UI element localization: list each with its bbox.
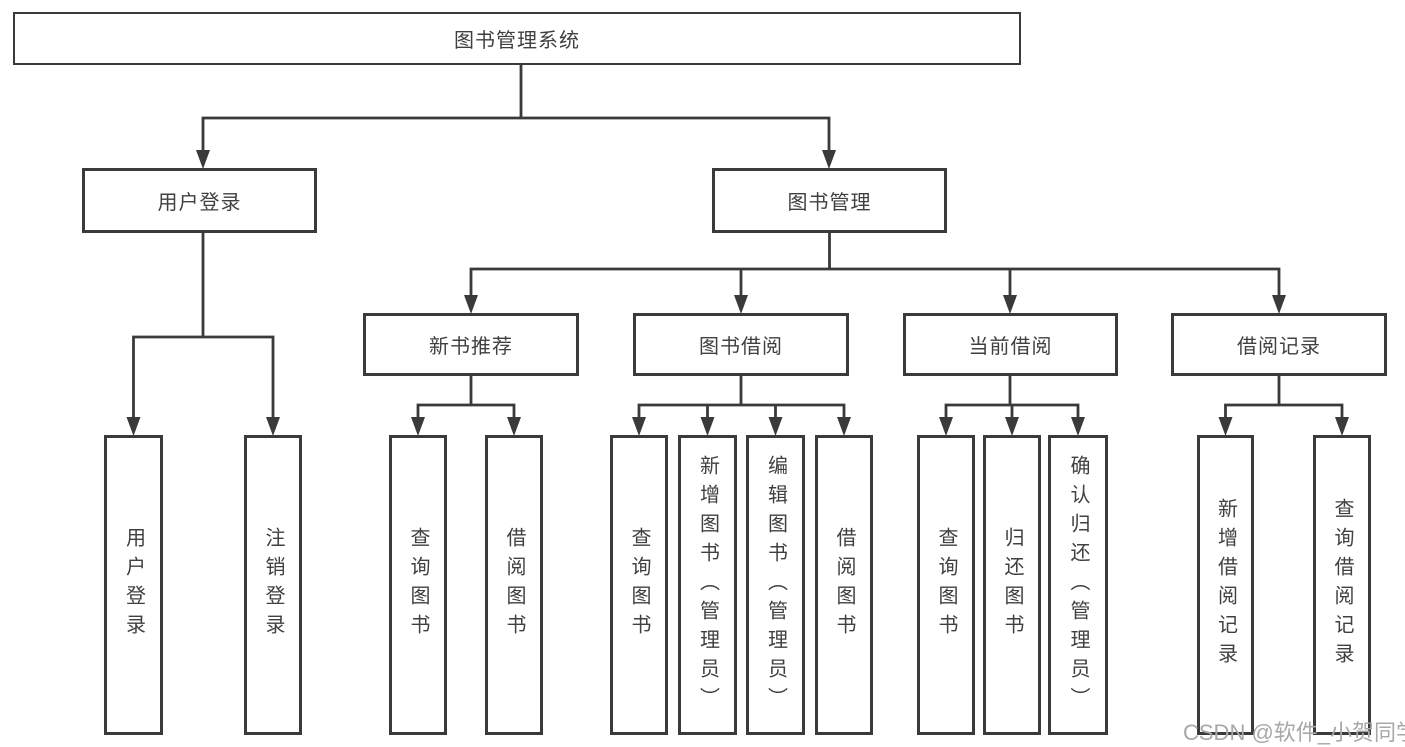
node-label: 用户登录 (157, 192, 242, 214)
arrow-down-icon (411, 417, 425, 436)
node-borrow-records: 借阅记录 (1171, 313, 1387, 376)
leaf-label: 查询借阅记录 (1331, 498, 1353, 672)
node-current-borrowing: 当前借阅 (903, 313, 1118, 376)
node-label: 借阅记录 (1237, 336, 1321, 358)
arrow-down-icon (1071, 417, 1085, 436)
arrow-down-icon (632, 417, 646, 436)
node-label: 图书管理 (787, 192, 872, 214)
leaf-newbooks-borrow-books: 借阅图书 (485, 435, 543, 735)
node-book-management: 图书管理 (712, 168, 947, 233)
leaf-label: 新增图书（管理员） (696, 454, 719, 716)
leaf-label: 归还图书 (1001, 527, 1023, 643)
leaf-label: 借阅图书 (503, 527, 525, 643)
node-label: 新书推荐 (429, 336, 513, 358)
leaf-current-confirm-return-admin: 确认归还（管理员） (1048, 435, 1108, 735)
connector-current-to-leaves (944, 375, 1080, 419)
node-label: 图书借阅 (699, 336, 783, 358)
leaf-user-login: 用户登录 (104, 435, 163, 735)
leaf-label: 新增借阅记录 (1214, 498, 1237, 672)
connector-root-to-level2 (201, 64, 831, 151)
arrow-down-icon (266, 417, 280, 436)
node-library-system: 图书管理系统 (13, 12, 1021, 65)
node-new-book-recommend: 新书推荐 (363, 313, 579, 376)
watermark: CSDN @软件_小贺同学 (1183, 720, 1405, 745)
node-label: 图书管理系统 (454, 30, 580, 52)
leaf-borrowing-add-books-admin: 新增图书（管理员） (678, 435, 737, 735)
arrow-down-icon (1003, 295, 1017, 314)
arrow-down-icon (126, 417, 141, 436)
arrow-down-icon (1005, 417, 1019, 436)
arrow-down-icon (1335, 417, 1349, 436)
arrow-down-icon (822, 150, 836, 169)
leaf-newbooks-query-books: 查询图书 (389, 435, 447, 735)
node-book-borrowing: 图书借阅 (633, 313, 849, 376)
leaf-borrowing-query-books: 查询图书 (610, 435, 668, 735)
leaf-label: 用户登录 (122, 527, 145, 643)
connector-borrowing-to-leaves (637, 375, 846, 419)
arrow-down-icon (507, 417, 521, 436)
arrow-down-icon (196, 150, 210, 169)
arrow-down-icon (734, 295, 748, 314)
leaf-borrowing-borrow-books: 借阅图书 (815, 435, 873, 735)
arrow-down-icon (1272, 295, 1286, 314)
connector-newbooks-to-leaves (416, 375, 516, 419)
leaf-records-add-record: 新增借阅记录 (1197, 435, 1254, 735)
connector-userlogin-to-leaves (132, 232, 275, 419)
arrow-down-icon (768, 417, 783, 436)
leaf-current-return-books: 归还图书 (983, 435, 1041, 735)
node-label: 当前借阅 (968, 336, 1053, 358)
leaf-label: 查询图书 (935, 527, 957, 643)
arrow-down-icon (837, 417, 851, 436)
leaf-label: 注销登录 (262, 527, 284, 643)
connector-bookmgmt-to-level3 (469, 232, 1281, 296)
arrow-down-icon (939, 417, 953, 436)
leaf-label: 查询图书 (407, 527, 429, 643)
connector-records-to-leaves (1224, 375, 1344, 419)
leaf-label: 借阅图书 (833, 527, 855, 643)
leaf-label: 编辑图书（管理员） (764, 454, 787, 716)
node-user-login: 用户登录 (82, 168, 317, 233)
arrow-down-icon (700, 417, 715, 436)
leaf-label: 确认归还（管理员） (1067, 454, 1089, 716)
leaf-records-query-record: 查询借阅记录 (1313, 435, 1371, 735)
leaf-borrowing-edit-books-admin: 编辑图书（管理员） (746, 435, 805, 735)
leaf-logout: 注销登录 (244, 435, 302, 735)
arrow-down-icon (464, 295, 478, 314)
arrow-down-icon (1218, 417, 1233, 436)
leaf-current-query-books: 查询图书 (917, 435, 975, 735)
leaf-label: 查询图书 (628, 527, 650, 643)
